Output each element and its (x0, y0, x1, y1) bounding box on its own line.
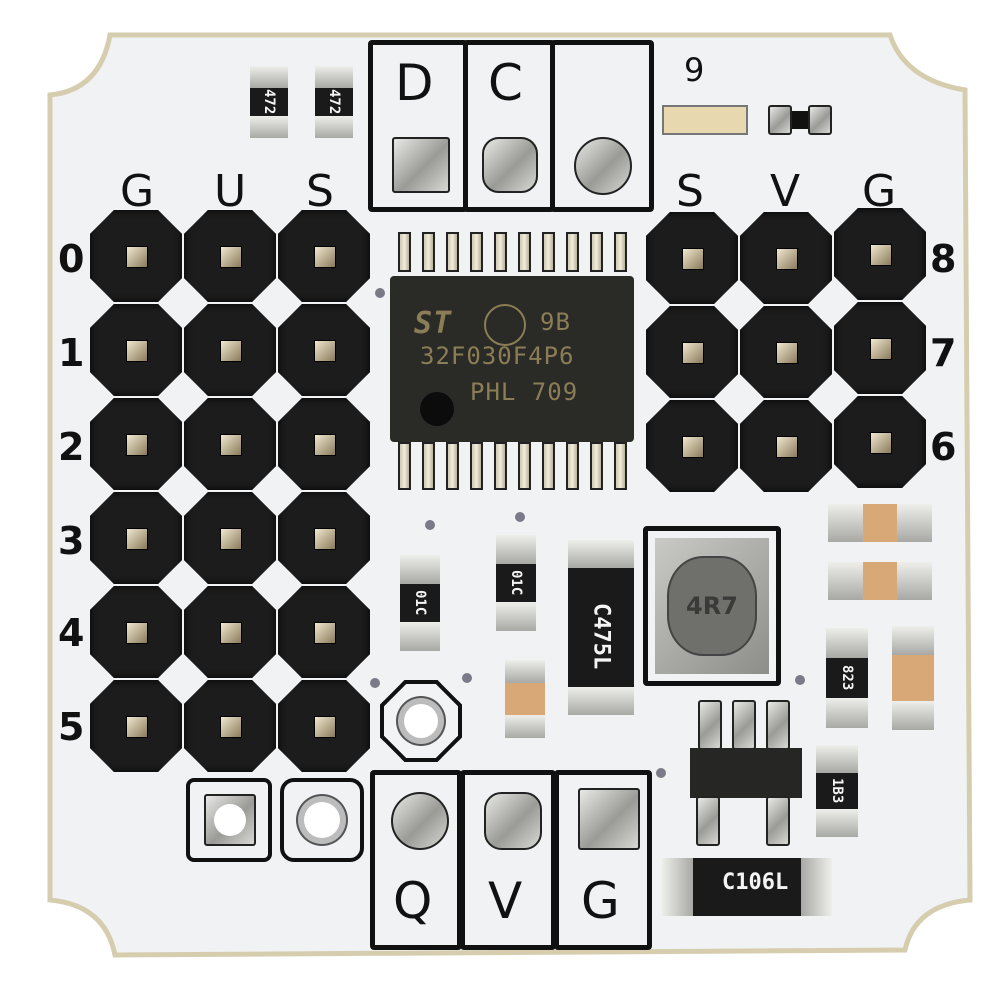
top-pad-3[interactable] (574, 137, 632, 195)
left-pin-S2[interactable] (278, 398, 370, 490)
via (656, 768, 666, 778)
mcu-pin1-dot (420, 392, 454, 426)
top-label-C: C (488, 54, 523, 112)
via (462, 673, 472, 683)
bottom-label-V: V (488, 872, 523, 930)
right-col-label-V: V (770, 166, 801, 217)
bottom-pad-G[interactable] (578, 788, 640, 850)
square-pad-hole[interactable] (186, 778, 272, 862)
bottom-label-Q: Q (393, 872, 433, 930)
row-label-3: 3 (58, 519, 85, 563)
round-pad-hole[interactable] (280, 778, 364, 862)
right-pin-S8[interactable] (646, 212, 738, 304)
left-pin-S3[interactable] (278, 492, 370, 584)
right-col-label-G: G (862, 166, 897, 217)
top-label-D: D (395, 54, 434, 112)
right-pin-G8[interactable] (834, 208, 926, 300)
mcu-top-legs (398, 232, 630, 276)
left-col-label-U: U (214, 166, 247, 217)
resistor-472-left: 472 (250, 66, 288, 138)
bottom-pin-Q-box (370, 770, 462, 950)
inductor-outline (643, 526, 781, 686)
left-pin-G4[interactable] (90, 586, 182, 678)
mcu-chip: ST 9B 32F030F4P6 PHL 709 (390, 276, 634, 442)
right-pin-V7[interactable] (740, 306, 832, 398)
capacitor-small (505, 660, 545, 738)
row-label-2: 2 (58, 425, 85, 469)
right-pin-V6[interactable] (740, 400, 832, 492)
left-pin-G1[interactable] (90, 304, 182, 396)
bottom-pin-G-box (554, 770, 652, 950)
led (662, 105, 748, 135)
left-pin-U1[interactable] (184, 304, 276, 396)
resistor-823: 823 (826, 628, 868, 728)
left-pin-S0[interactable] (278, 210, 370, 302)
top-pad-C[interactable] (482, 137, 538, 193)
top-pad-D[interactable] (392, 137, 450, 193)
row-label-8: 8 (930, 237, 957, 281)
inductor-C475L: C475L (568, 540, 634, 715)
right-pin-S6[interactable] (646, 400, 738, 492)
row-label-5: 5 (58, 705, 85, 749)
via (375, 288, 385, 298)
row-label-4: 4 (58, 611, 85, 655)
top-pin-3-box (550, 40, 654, 212)
capacitor-right-3 (892, 626, 934, 730)
mcu-marking-line1: 9B (540, 308, 571, 336)
left-col-label-G: G (120, 166, 155, 217)
capacitor-right-1 (828, 504, 932, 542)
jumper-resistor (768, 105, 832, 135)
bottom-pad-V[interactable] (484, 792, 542, 850)
right-pin-G7[interactable] (834, 302, 926, 394)
led-label: 9 (684, 51, 705, 89)
right-pin-G6[interactable] (834, 396, 926, 488)
left-pin-U2[interactable] (184, 398, 276, 490)
bottom-pad-Q[interactable] (391, 792, 449, 850)
mcu-logo-circle (484, 304, 526, 346)
via (795, 675, 805, 685)
via (515, 512, 525, 522)
left-pin-G5[interactable] (90, 680, 182, 772)
mcu-marking-line2: 32F030F4P6 (420, 342, 575, 370)
right-pin-V8[interactable] (740, 212, 832, 304)
left-pin-U0[interactable] (184, 210, 276, 302)
resistor-472-right: 472 (315, 66, 353, 138)
bottom-label-G: G (581, 872, 620, 930)
left-pin-U4[interactable] (184, 586, 276, 678)
row-label-7: 7 (930, 331, 957, 375)
via (370, 678, 380, 688)
regulator-ic (690, 700, 810, 850)
bottom-pin-V-box (460, 770, 556, 950)
mcu-bottom-legs (398, 442, 630, 492)
inductor-4R7-marking: 4R7 (667, 556, 757, 656)
left-col-label-S: S (306, 166, 334, 217)
resistor-1B3: 1B3 (816, 745, 858, 837)
resistor-01C-left: 01C (400, 555, 440, 651)
row-label-6: 6 (930, 425, 957, 469)
left-pin-S5[interactable] (278, 680, 370, 772)
right-col-label-S: S (676, 166, 704, 217)
inductor-4R7: 4R7 (655, 538, 769, 674)
inductor-C106L: C106L (662, 858, 832, 916)
mcu-logo: ST (414, 306, 453, 341)
left-pin-G0[interactable] (90, 210, 182, 302)
capacitor-right-2 (828, 562, 932, 600)
left-pin-S4[interactable] (278, 586, 370, 678)
mcu-marking-line3: PHL 709 (470, 378, 579, 406)
row-label-1: 1 (58, 331, 85, 375)
row-label-0: 0 (58, 237, 85, 281)
left-pin-U3[interactable] (184, 492, 276, 584)
resistor-01C-right: 01C (496, 535, 536, 631)
left-pin-S1[interactable] (278, 304, 370, 396)
left-pin-G3[interactable] (90, 492, 182, 584)
via (425, 520, 435, 530)
left-pin-U5[interactable] (184, 680, 276, 772)
right-pin-S7[interactable] (646, 306, 738, 398)
octagon-pad[interactable] (380, 680, 462, 762)
left-pin-G2[interactable] (90, 398, 182, 490)
